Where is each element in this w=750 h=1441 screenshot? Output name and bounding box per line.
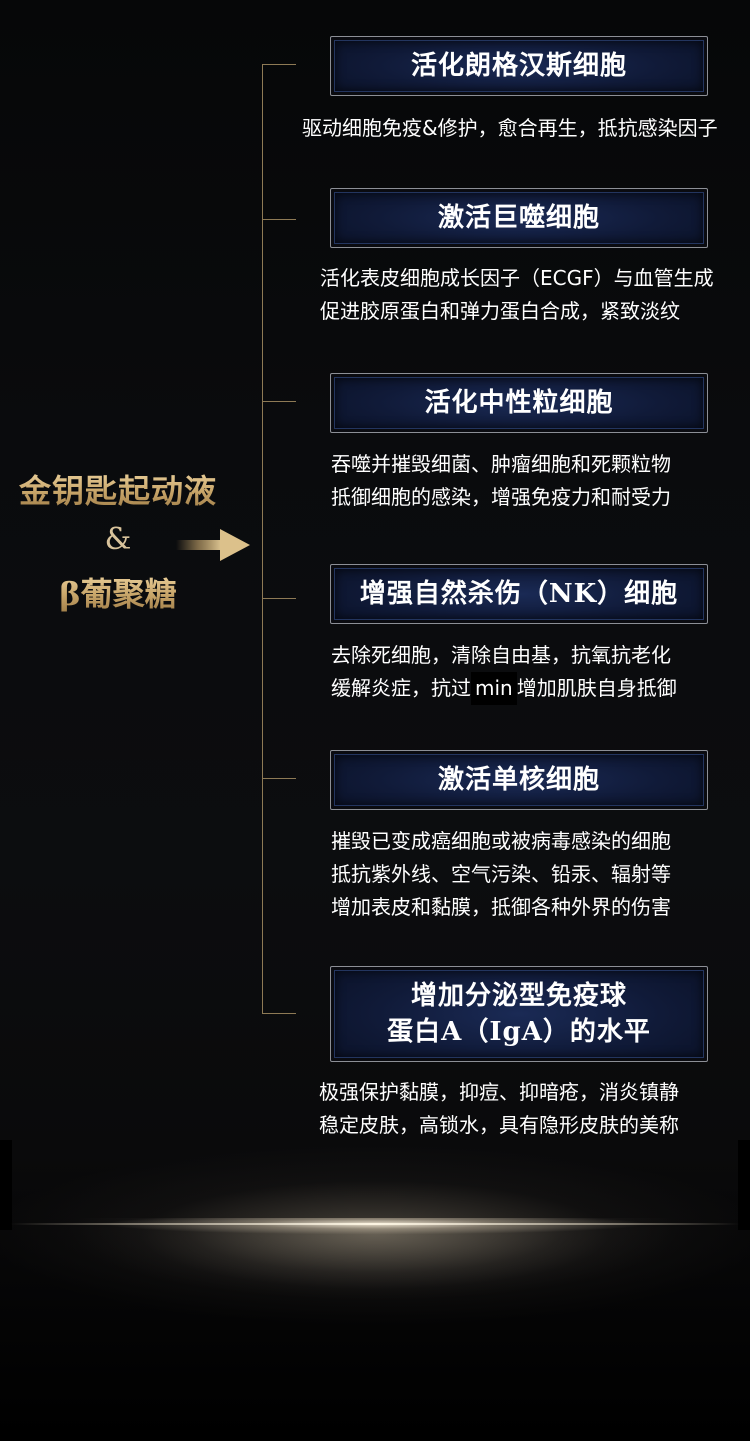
item-description: 吞噬并摧毁细菌、肿瘤细胞和死颗粒物 抵御细胞的感染，增强免疫力和耐受力 — [331, 448, 671, 514]
description-text: 缓解炎症，抗过 — [331, 676, 471, 700]
bracket-tick — [262, 401, 296, 402]
description-line: 吞噬并摧毁细菌、肿瘤细胞和死颗粒物 — [331, 452, 671, 476]
item-title: 激活单核细胞 — [334, 754, 704, 806]
item-title-box: 增加分泌型免疫球 蛋白A（IgA）的水平 — [330, 966, 708, 1062]
item-description: 驱动细胞免疫&修护，愈合再生，抵抗感染因子 — [302, 112, 718, 145]
censored-mark: min — [471, 672, 517, 705]
item-title-line: 蛋白A（IgA）的水平 — [387, 1017, 651, 1047]
item-description: 摧毁已变成癌细胞或被病毒感染的细胞 抵抗紫外线、空气污染、铅汞、辐射等 增加表皮… — [331, 825, 671, 924]
bracket-tick — [262, 598, 296, 599]
edge-shadow — [738, 1140, 750, 1230]
description-line: 去除死细胞，清除自由基，抗氧抗老化 — [331, 643, 671, 667]
bracket-line — [262, 64, 263, 1014]
item-description: 活化表皮细胞成长因子（ECGF）与血管生成 促进胶原蛋白和弹力蛋白合成，紧致淡纹 — [320, 262, 714, 328]
description-line: 促进胶原蛋白和弹力蛋白合成，紧致淡纹 — [320, 299, 680, 323]
edge-shadow — [0, 1140, 12, 1230]
item-title: 增强自然杀伤（NK）细胞 — [334, 568, 704, 620]
bracket-tick — [262, 778, 296, 779]
description-line: 抵抗紫外线、空气污染、铅汞、辐射等 — [331, 862, 671, 886]
item-title-box: 激活单核细胞 — [330, 750, 708, 810]
floor-light-line — [10, 1223, 740, 1225]
item-title-box: 增强自然杀伤（NK）细胞 — [330, 564, 708, 624]
left-title-ampersand: & — [104, 522, 132, 557]
bracket-tick — [262, 219, 296, 220]
description-line: 稳定皮肤，高锁水，具有隐形皮肤的美称 — [319, 1113, 679, 1137]
description-text: 增加肌肤自身抵御 — [516, 676, 677, 700]
description-line: 活化表皮细胞成长因子（ECGF）与血管生成 — [320, 266, 714, 290]
description-line: 摧毁已变成癌细胞或被病毒感染的细胞 — [331, 829, 671, 853]
arrow-right-icon — [176, 529, 250, 561]
item-title-line: 增加分泌型免疫球 — [410, 981, 627, 1011]
bracket-tick — [262, 1013, 296, 1014]
left-title-line3: β葡聚糖 — [0, 569, 236, 615]
left-title-line1: 金钥匙起动液 — [0, 466, 236, 512]
bracket-tick — [262, 64, 296, 65]
floor-spotlight — [0, 1218, 750, 1328]
description-line: 增加表皮和黏膜，抵御各种外界的伤害 — [331, 895, 671, 919]
item-title: 活化中性粒细胞 — [334, 377, 704, 429]
item-title: 激活巨噬细胞 — [334, 192, 704, 244]
item-title-box: 活化中性粒细胞 — [330, 373, 708, 433]
description-line: 极强保护黏膜，抑痘、抑暗疮，消炎镇静 — [319, 1080, 679, 1104]
item-title-box: 活化朗格汉斯细胞 — [330, 36, 708, 96]
description-line: 驱动细胞免疫&修护，愈合再生，抵抗感染因子 — [302, 116, 718, 140]
item-title: 增加分泌型免疫球 蛋白A（IgA）的水平 — [334, 970, 704, 1058]
description-line: 抵御细胞的感染，增强免疫力和耐受力 — [331, 485, 671, 509]
item-title: 活化朗格汉斯细胞 — [334, 40, 704, 92]
item-title-box: 激活巨噬细胞 — [330, 188, 708, 248]
item-description: 极强保护黏膜，抑痘、抑暗疮，消炎镇静 稳定皮肤，高锁水，具有隐形皮肤的美称 — [319, 1076, 679, 1142]
